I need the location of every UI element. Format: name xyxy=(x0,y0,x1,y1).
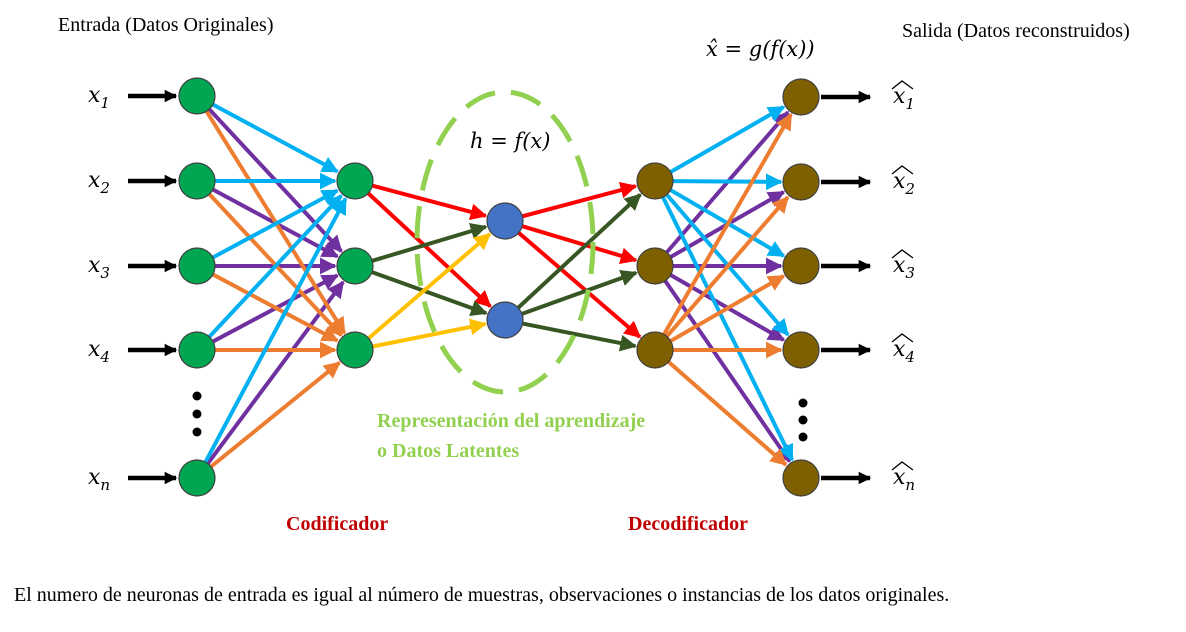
decoder-neuron-3 xyxy=(636,331,674,369)
edge-input5-enc1 xyxy=(203,197,348,464)
output-neuron-4 xyxy=(782,331,820,369)
latent-description-line1: Representación del aprendizaje xyxy=(377,410,645,432)
edge-dec3-out5 xyxy=(667,360,788,467)
encoder-label: Codificador xyxy=(286,513,388,535)
encoder-neuron-1 xyxy=(336,162,374,200)
output-equation: x̂ = g(f(x)) xyxy=(706,37,815,61)
output-neuron-5 xyxy=(782,459,820,497)
input-ellipsis-dot xyxy=(192,391,202,401)
input-neuron-2 xyxy=(178,162,216,200)
latent-ellipse-group xyxy=(414,89,596,395)
edge-lat1-dec3 xyxy=(517,231,642,339)
output-label-4-hat xyxy=(891,333,914,343)
input-label-2: x2 xyxy=(88,168,110,197)
decoder-neuron-1 xyxy=(636,162,674,200)
edge-lat2-dec1 xyxy=(516,193,642,310)
edge-enc2-lat2 xyxy=(371,270,488,317)
edge-input3-enc3 xyxy=(211,272,339,343)
output-ellipsis-dot xyxy=(798,398,808,408)
latent-dashed-ellipse xyxy=(414,89,596,395)
input-neuron-1 xyxy=(178,77,216,115)
latent-neuron-1 xyxy=(486,202,524,240)
input-neuron-5 xyxy=(178,459,216,497)
input-label-1: x1 xyxy=(88,83,110,112)
edge-input5-enc3 xyxy=(209,361,341,469)
output-title: Salida (Datos reconstruidos) xyxy=(902,20,1130,42)
encoder-neuron-3 xyxy=(336,331,374,369)
edge-dec3-out2 xyxy=(665,195,790,338)
edge-enc1-lat2 xyxy=(366,191,492,308)
edge-input4-enc1 xyxy=(207,194,343,339)
edge-input3-enc1 xyxy=(211,188,339,260)
edge-lat2-dec3 xyxy=(522,321,638,352)
output-neuron-3 xyxy=(782,247,820,285)
edge-lat2-dec2 xyxy=(521,269,638,316)
output-label-1-hat xyxy=(891,80,914,90)
labels: Entrada (Datos Originales) Salida (Datos… xyxy=(58,14,1130,535)
edge-enc1-lat1 xyxy=(371,183,488,221)
neurons xyxy=(178,77,820,497)
ellipsis-dots xyxy=(192,391,808,442)
latent-equation: h = f(x) xyxy=(470,129,550,153)
input-label-5: xn xyxy=(88,465,110,494)
input-label-4: x4 xyxy=(88,337,110,366)
edge-lat1-dec1 xyxy=(521,181,638,219)
input-ellipsis-dot xyxy=(192,427,202,437)
caption: El numero de neuronas de entrada es igua… xyxy=(14,584,950,606)
output-label-5-hat xyxy=(891,461,914,471)
output-ellipsis-dot xyxy=(798,432,808,442)
output-label-2-hat xyxy=(891,165,914,175)
decoder-neuron-2 xyxy=(636,247,674,285)
output-label-3-hat xyxy=(891,249,914,259)
latent-neuron-2 xyxy=(486,301,524,339)
edge-enc2-lat1 xyxy=(371,223,488,263)
output-neuron-1 xyxy=(782,78,820,116)
edge-dec2-out5 xyxy=(663,279,792,463)
input-title: Entrada (Datos Originales) xyxy=(58,14,273,36)
input-ellipsis-dot xyxy=(192,409,202,419)
output-neuron-2 xyxy=(782,163,820,201)
edge-dec1-out5 xyxy=(661,196,794,462)
edge-dec3-out1 xyxy=(662,112,793,336)
output-ellipsis-dot xyxy=(798,415,808,425)
edge-enc3-lat2 xyxy=(372,318,488,349)
input-neuron-3 xyxy=(178,247,216,285)
edge-dec3-out3 xyxy=(669,274,786,343)
input-neuron-4 xyxy=(178,331,216,369)
connections xyxy=(203,102,794,469)
decoder-label: Decodificador xyxy=(628,513,748,535)
encoder-neuron-2 xyxy=(336,247,374,285)
edge-input1-enc1 xyxy=(211,102,339,174)
edge-enc3-lat1 xyxy=(367,232,492,340)
edge-lat1-dec2 xyxy=(521,224,638,264)
input-label-3: x3 xyxy=(88,253,110,282)
edge-dec1-out2 xyxy=(672,173,783,191)
latent-description-line2: o Datos Latentes xyxy=(377,440,519,462)
edge-dec1-out1 xyxy=(669,105,786,174)
